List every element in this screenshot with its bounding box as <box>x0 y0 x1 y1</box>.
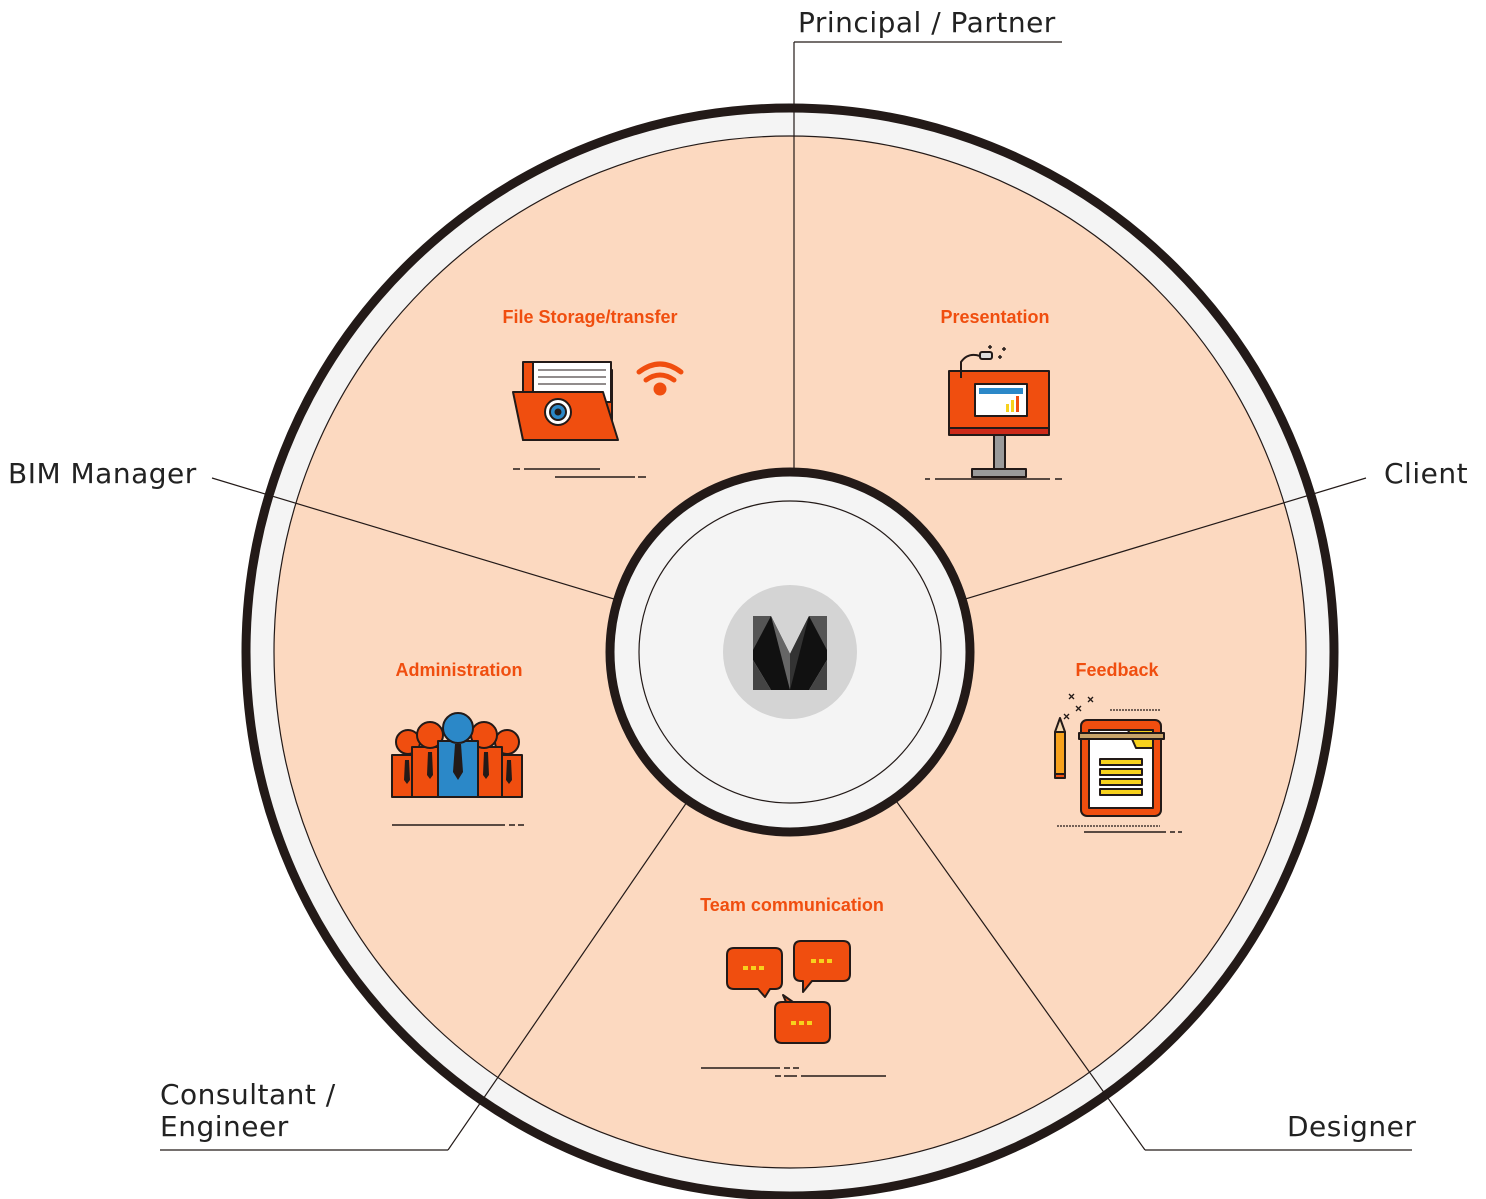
role-client: Client <box>1384 457 1468 490</box>
clipboard-pencil-icon <box>1054 717 1165 817</box>
chat-bubbles-icon <box>726 940 851 1044</box>
role-designer: Designer <box>1287 1110 1416 1143</box>
segment-label-file-storage: File Storage/transfer <box>502 307 677 327</box>
segment-label-administration: Administration <box>395 660 522 680</box>
sparkle-marks <box>988 345 1006 359</box>
team-communication-underline <box>701 1067 886 1077</box>
team-people-icon <box>391 712 523 798</box>
role-leaders <box>160 41 1412 1151</box>
folder-wifi-icon <box>512 361 619 441</box>
wifi-icon <box>636 361 684 396</box>
role-consultant-line1: Consultant / <box>160 1078 336 1111</box>
role-consultant-engineer: Consultant / Engineer <box>160 1078 345 1143</box>
role-bim-manager: BIM Manager <box>8 457 197 490</box>
presentation-board-icon <box>948 351 1050 478</box>
segment-label-feedback: Feedback <box>1075 660 1159 680</box>
role-consultant-line2: Engineer <box>160 1110 289 1143</box>
segment-label-presentation: Presentation <box>940 307 1049 327</box>
file-storage-underline <box>513 468 646 478</box>
feedback-marks <box>1057 693 1160 827</box>
logo-badge <box>723 585 857 719</box>
segment-label-team-communication: Team communication <box>700 895 884 915</box>
m-logo-icon <box>753 616 827 690</box>
role-principal-partner: Principal / Partner <box>798 6 1056 39</box>
